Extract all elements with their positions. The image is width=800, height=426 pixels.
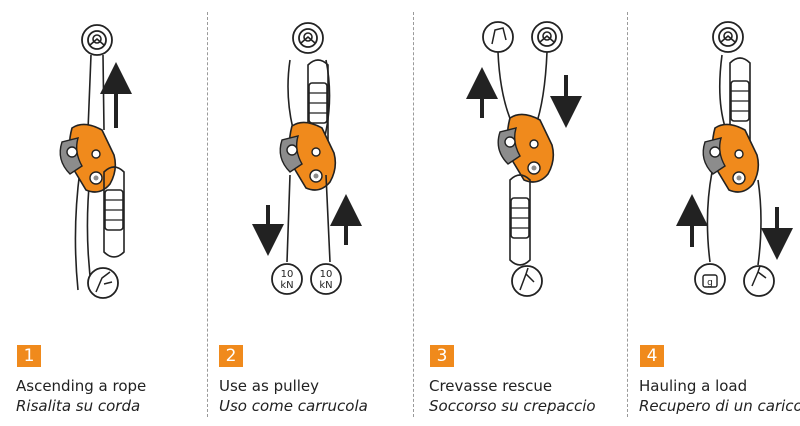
hand-pull-icon: [743, 265, 775, 297]
panel-3-illustration: [466, 21, 582, 297]
force-badge-left: [271, 263, 303, 295]
hand-pull-icon: [482, 21, 514, 53]
panel-1-illustration: [59, 24, 132, 299]
caption-2: Use as pulley Uso come carrucola: [219, 376, 368, 416]
force-unit-left: kN: [280, 280, 293, 291]
anchor-icon: [81, 24, 113, 56]
anchor-icon: [292, 22, 324, 54]
anchor-icon: [712, 21, 744, 53]
step-number-1: 1: [17, 345, 41, 367]
rope: [87, 54, 105, 131]
force-value-right: 10: [320, 269, 333, 280]
caption-title-italian: Risalita su corda: [16, 397, 141, 415]
caption-title: Ascending a rope: [16, 377, 147, 395]
step-number-3: 3: [430, 345, 454, 367]
step-number-4: 4: [640, 345, 664, 367]
force-badge-right: [310, 263, 342, 295]
step-number-2: 2: [219, 345, 243, 367]
anchor-icon: [531, 21, 563, 53]
caption-1: Ascending a rope Risalita su corda: [16, 376, 146, 416]
panel-divider: [413, 12, 414, 417]
rope-clamp-device: [59, 123, 117, 193]
caption-3: Crevasse rescue Soccorso su crepaccio: [429, 376, 596, 416]
panel-divider: [207, 12, 208, 417]
caption-4: Hauling a load Recupero di un carico: [639, 376, 800, 416]
panel-2-illustration: 10 kN 10 kN: [252, 22, 362, 295]
carabiner: [509, 174, 531, 266]
caption-title: Crevasse rescue: [429, 377, 553, 395]
caption-title-italian: Recupero di un carico: [639, 397, 800, 415]
force-unit-right: kN: [319, 280, 332, 291]
caption-title: Hauling a load: [639, 377, 748, 395]
caption-title-italian: Uso come carrucola: [219, 397, 368, 415]
rescue-device: [497, 113, 555, 183]
force-value-left: 10: [281, 269, 294, 280]
caption-title: Use as pulley: [219, 377, 320, 395]
rope: [286, 174, 331, 263]
climber-hand-icon: [87, 267, 119, 299]
pulley-device: [279, 121, 337, 191]
panel-divider: [627, 12, 628, 417]
victim-icon: [511, 265, 543, 297]
panel-4-illustration: g: [676, 21, 793, 297]
weight-label: g: [707, 278, 713, 288]
caption-title-italian: Soccorso su crepaccio: [429, 397, 596, 415]
